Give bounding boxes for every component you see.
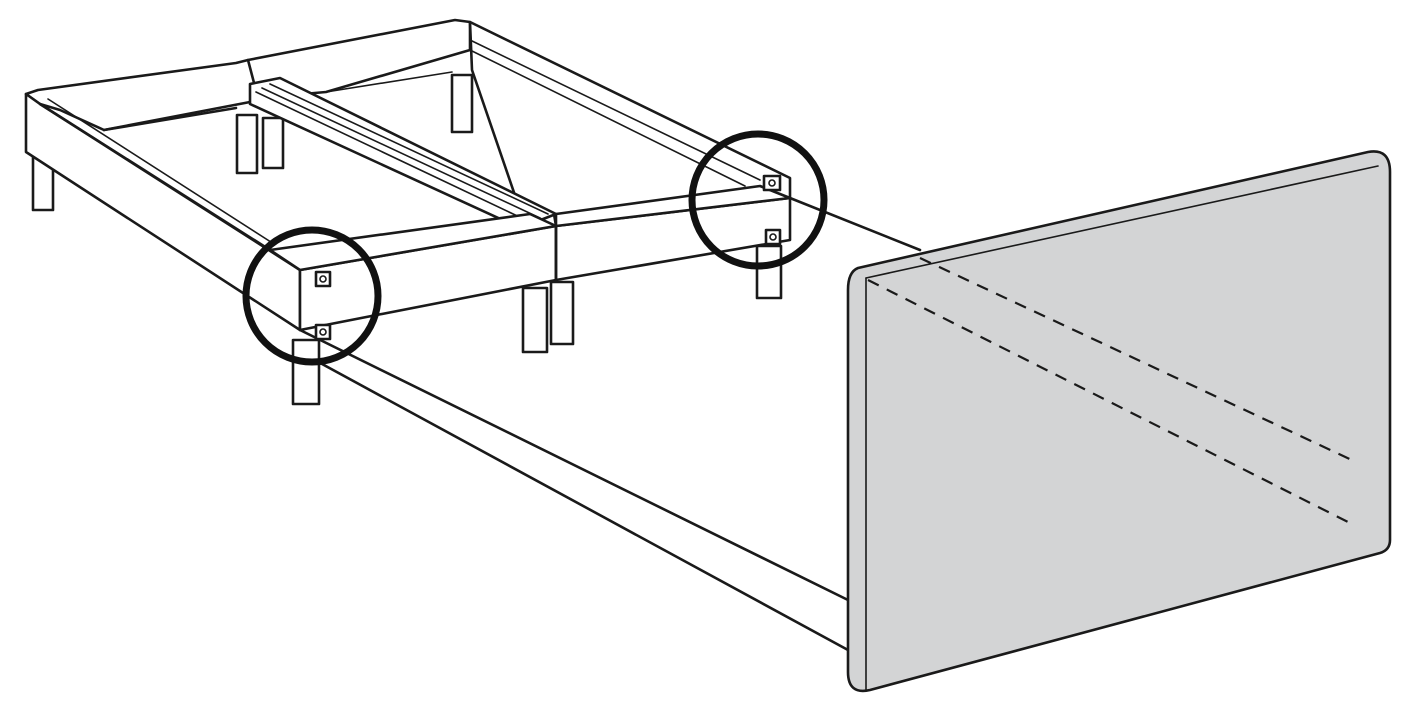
headboard-panel-icon [846,150,1392,693]
back-legs [31,73,474,212]
center-beam-icon [248,76,558,230]
left-bracket-detail [242,226,382,366]
front-legs [291,244,783,406]
bracket-fitting-icon [314,174,782,341]
bed-frame-icon [24,18,922,652]
right-bracket-detail [688,130,828,270]
